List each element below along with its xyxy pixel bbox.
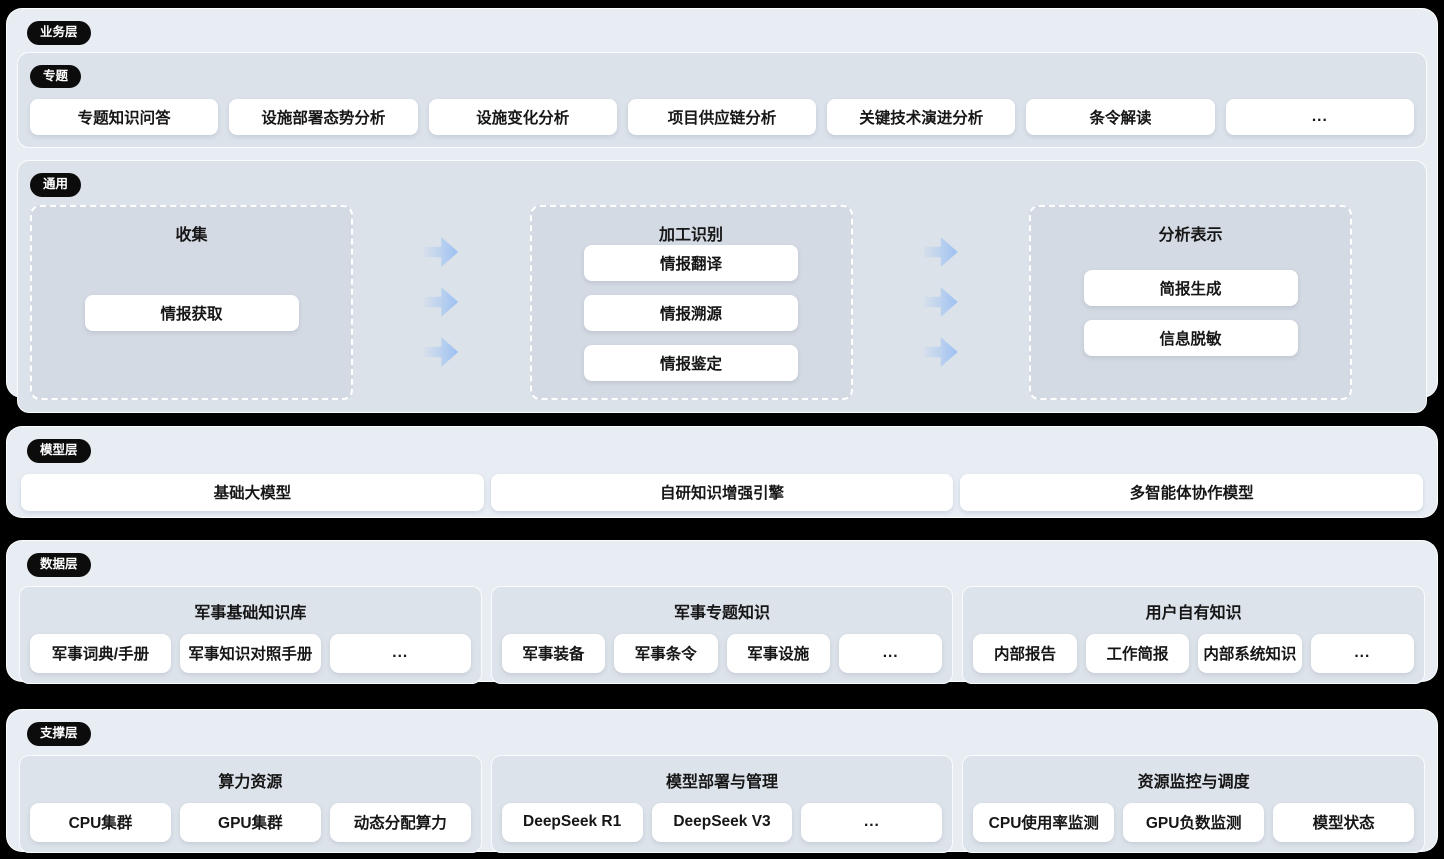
card-button[interactable]: 工作简报 bbox=[1085, 633, 1190, 673]
card-button[interactable]: DeepSeek R1 bbox=[501, 802, 643, 842]
card-button[interactable]: CPU集群 bbox=[30, 802, 171, 842]
right-arrow-icon bbox=[424, 337, 459, 367]
topic-button[interactable]: 关键技术演进分析 bbox=[827, 99, 1016, 135]
pipeline-stage-analyze: 分析表示 简报生成 信息脱敏 bbox=[1029, 204, 1352, 400]
topic-button[interactable]: 设施变化分析 bbox=[428, 99, 617, 135]
arrow-group bbox=[853, 205, 1030, 400]
model-layer-pill: 模型层 bbox=[27, 439, 91, 463]
right-arrow-icon bbox=[923, 287, 958, 317]
stage-button[interactable]: 情报翻译 bbox=[584, 245, 798, 281]
business-layer-pill: 业务层 bbox=[27, 21, 91, 45]
card-button[interactable]: GPU集群 bbox=[179, 802, 321, 842]
card-button[interactable]: DeepSeek V3 bbox=[651, 802, 793, 842]
card-resource-monitoring: 资源监控与调度 CPU使用率监测 GPU负数监测 模型状态 bbox=[962, 754, 1426, 853]
general-pipeline: 收集 情报获取 加工识别 情报翻译 情报溯源 情报鉴定 bbox=[30, 204, 1414, 400]
support-cards: 算力资源 CPU集群 GPU集群 动态分配算力 模型部署与管理 DeepSeek… bbox=[17, 754, 1427, 853]
card-title: 军事专题知识 bbox=[674, 604, 771, 622]
topic-more-button[interactable]: ... bbox=[1225, 99, 1414, 135]
card-user-own-knowledge: 用户自有知识 内部报告 工作简报 内部系统知识 ... bbox=[962, 585, 1426, 684]
card-more-button[interactable]: ... bbox=[838, 633, 943, 673]
stage-title: 分析表示 bbox=[1158, 226, 1223, 244]
card-button[interactable]: 军事知识对照手册 bbox=[179, 633, 321, 673]
card-title: 用户自有知识 bbox=[1145, 604, 1242, 622]
card-title: 模型部署与管理 bbox=[666, 773, 779, 791]
topic-subpanel: 专题 专题知识问答 设施部署态势分析 设施变化分析 项目供应链分析 关键技术演进… bbox=[17, 51, 1427, 148]
stage-title: 加工识别 bbox=[658, 226, 723, 244]
card-compute-resources: 算力资源 CPU集群 GPU集群 动态分配算力 bbox=[19, 754, 482, 853]
general-pill: 通用 bbox=[30, 173, 82, 197]
right-arrow-icon bbox=[923, 337, 958, 367]
stage-button[interactable]: 情报溯源 bbox=[584, 295, 798, 331]
layer-data: 数据层 军事基础知识库 军事词典/手册 军事知识对照手册 ... 军事专题知识 … bbox=[6, 540, 1438, 684]
stage-title: 收集 bbox=[175, 226, 208, 244]
model-button[interactable]: 基础大模型 bbox=[21, 473, 484, 511]
stage-button[interactable]: 信息脱敏 bbox=[1083, 320, 1298, 356]
card-button[interactable]: GPU负数监测 bbox=[1123, 802, 1265, 842]
topic-pill: 专题 bbox=[30, 64, 82, 88]
data-cards: 军事基础知识库 军事词典/手册 军事知识对照手册 ... 军事专题知识 军事装备… bbox=[17, 585, 1427, 684]
topic-button-row: 专题知识问答 设施部署态势分析 设施变化分析 项目供应链分析 关键技术演进分析 … bbox=[30, 99, 1414, 135]
card-title: 算力资源 bbox=[218, 773, 283, 791]
card-button[interactable]: 模型状态 bbox=[1273, 802, 1415, 842]
right-arrow-icon bbox=[424, 287, 459, 317]
card-button[interactable]: 军事设施 bbox=[726, 633, 830, 673]
layer-business: 业务层 专题 专题知识问答 设施部署态势分析 设施变化分析 项目供应链分析 关键… bbox=[6, 8, 1438, 413]
data-layer-pill: 数据层 bbox=[27, 553, 91, 577]
card-button[interactable]: CPU使用率监测 bbox=[973, 802, 1115, 842]
card-button[interactable]: 军事装备 bbox=[501, 633, 606, 673]
card-button[interactable]: 动态分配算力 bbox=[329, 802, 471, 842]
card-button[interactable]: 军事条令 bbox=[614, 633, 718, 673]
card-title: 资源监控与调度 bbox=[1137, 773, 1250, 791]
card-military-topic-knowledge: 军事专题知识 军事装备 军事条令 军事设施 ... bbox=[490, 585, 954, 684]
card-button[interactable]: 内部系统知识 bbox=[1198, 633, 1302, 673]
stage-button[interactable]: 简报生成 bbox=[1083, 270, 1298, 306]
card-button[interactable]: 内部报告 bbox=[973, 633, 1077, 673]
right-arrow-icon bbox=[923, 237, 958, 267]
topic-button[interactable]: 设施部署态势分析 bbox=[229, 99, 418, 135]
layer-model: 模型层 基础大模型 自研知识增强引擎 多智能体协作模型 bbox=[6, 426, 1438, 518]
card-more-button[interactable]: ... bbox=[329, 633, 471, 673]
card-more-button[interactable]: ... bbox=[1310, 633, 1415, 673]
general-subpanel: 通用 收集 情报获取 加工识别 情报翻译 情报 bbox=[17, 160, 1427, 413]
card-title: 军事基础知识库 bbox=[194, 604, 307, 622]
card-model-deployment: 模型部署与管理 DeepSeek R1 DeepSeek V3 ... bbox=[490, 754, 954, 853]
stage-button[interactable]: 情报获取 bbox=[84, 295, 299, 331]
topic-button[interactable]: 项目供应链分析 bbox=[627, 99, 817, 135]
layer-support: 支撑层 算力资源 CPU集群 GPU集群 动态分配算力 模型部署与管理 Deep… bbox=[6, 709, 1438, 853]
right-arrow-icon bbox=[424, 237, 459, 267]
topic-button[interactable]: 条令解读 bbox=[1026, 99, 1215, 135]
stage-button[interactable]: 情报鉴定 bbox=[584, 345, 798, 381]
pipeline-stage-process: 加工识别 情报翻译 情报溯源 情报鉴定 bbox=[529, 204, 853, 400]
support-layer-pill: 支撑层 bbox=[27, 722, 91, 746]
pipeline-stage-collect: 收集 情报获取 bbox=[30, 204, 353, 400]
spacer bbox=[1352, 205, 1414, 400]
card-military-base-knowledge: 军事基础知识库 军事词典/手册 军事知识对照手册 ... bbox=[19, 585, 482, 684]
model-button[interactable]: 自研知识增强引擎 bbox=[490, 473, 954, 511]
topic-button[interactable]: 专题知识问答 bbox=[30, 99, 219, 135]
card-more-button[interactable]: ... bbox=[801, 802, 943, 842]
arrow-group bbox=[353, 205, 530, 400]
card-button[interactable]: 军事词典/手册 bbox=[30, 633, 171, 673]
model-button[interactable]: 多智能体协作模型 bbox=[960, 473, 1424, 511]
model-button-row: 基础大模型 自研知识增强引擎 多智能体协作模型 bbox=[17, 473, 1427, 511]
